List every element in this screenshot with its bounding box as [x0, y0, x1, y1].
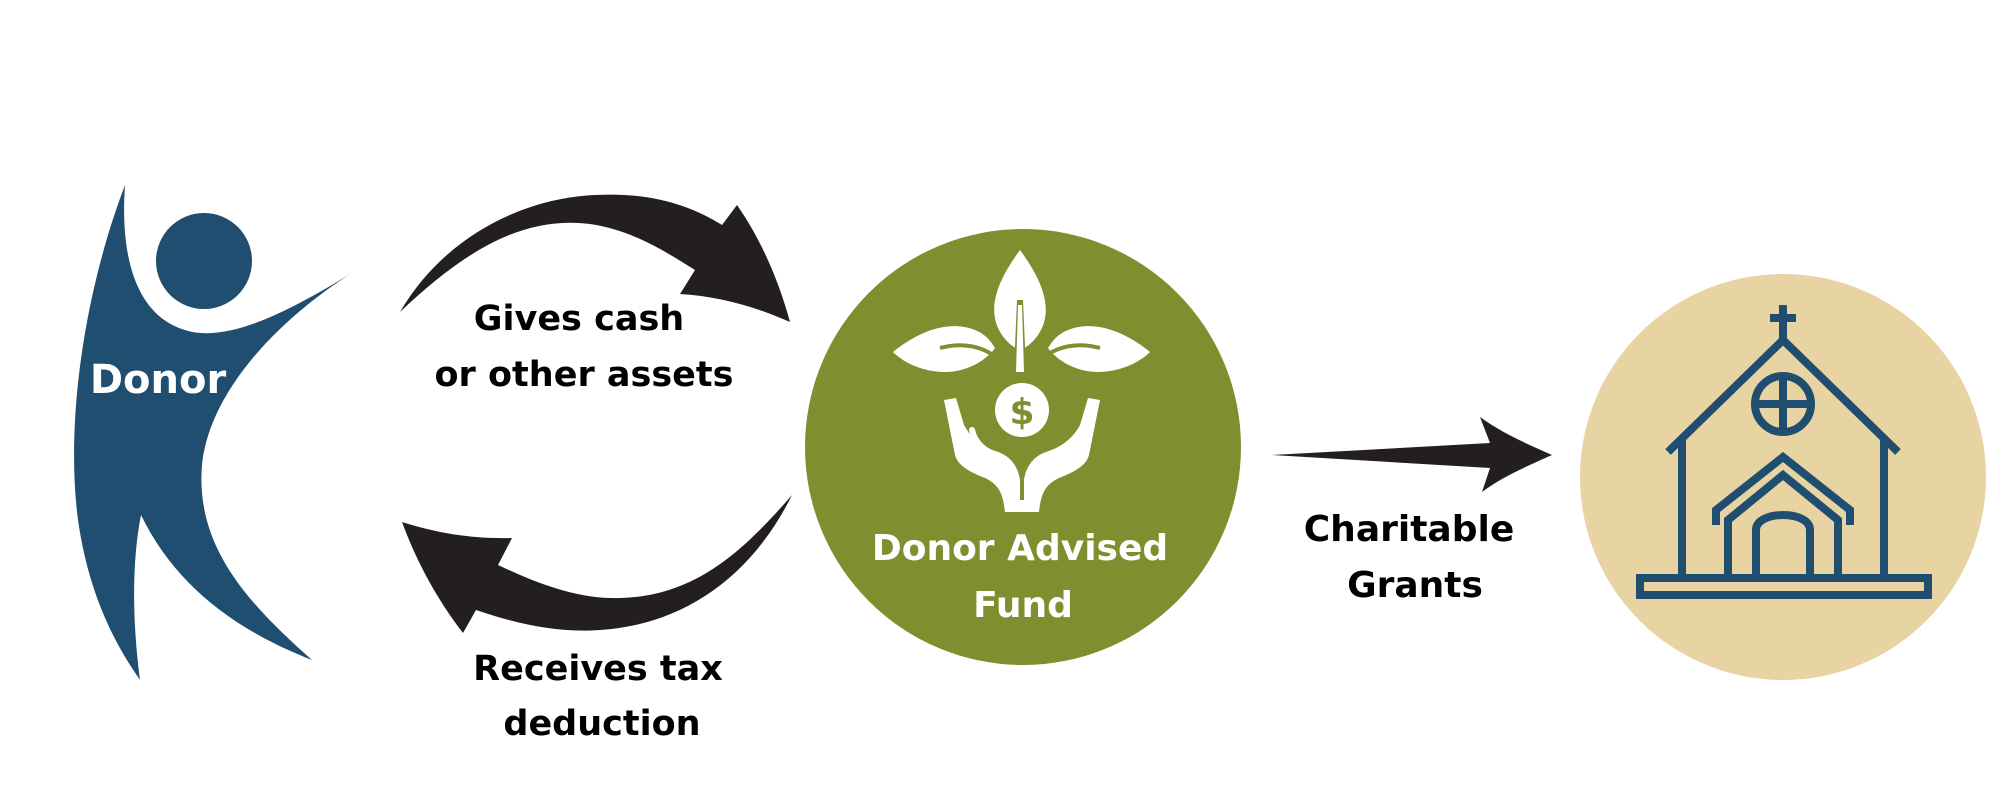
- arrow-tax-deduction: [402, 495, 792, 633]
- donor-figure: Donor: [74, 185, 361, 680]
- arrow-tax-deduction-body: [402, 495, 792, 633]
- tax-deduction-label-line2: deduction: [503, 704, 700, 744]
- arrow-gives-assets: [400, 194, 790, 322]
- charity-node: [1580, 274, 1986, 680]
- grants-label-line2: Grants: [1347, 565, 1483, 606]
- tax-deduction-label-line1: Receives tax: [473, 649, 723, 689]
- church-icon: [1636, 305, 1932, 599]
- fund-label-line1: Donor Advised: [872, 528, 1168, 569]
- fund-node: $ Donor Advised Fund: [805, 229, 1241, 665]
- arrow-grants: [1272, 417, 1552, 492]
- donor-body: [74, 185, 361, 680]
- arrow-grants-body: [1272, 417, 1552, 492]
- donor-head: [156, 213, 252, 309]
- grants-label-line1: Charitable: [1304, 509, 1514, 550]
- hands-plant-dollar-icon: $: [893, 250, 1150, 512]
- fund-label-line2: Fund: [973, 585, 1073, 626]
- gives-assets-label-line1: Gives cash: [474, 299, 684, 339]
- donor-label: Donor: [90, 357, 227, 403]
- gives-assets-label-line2: or other assets: [435, 355, 734, 395]
- dollar-sign: $: [1009, 392, 1034, 433]
- arrow-gives-assets-body: [400, 194, 790, 322]
